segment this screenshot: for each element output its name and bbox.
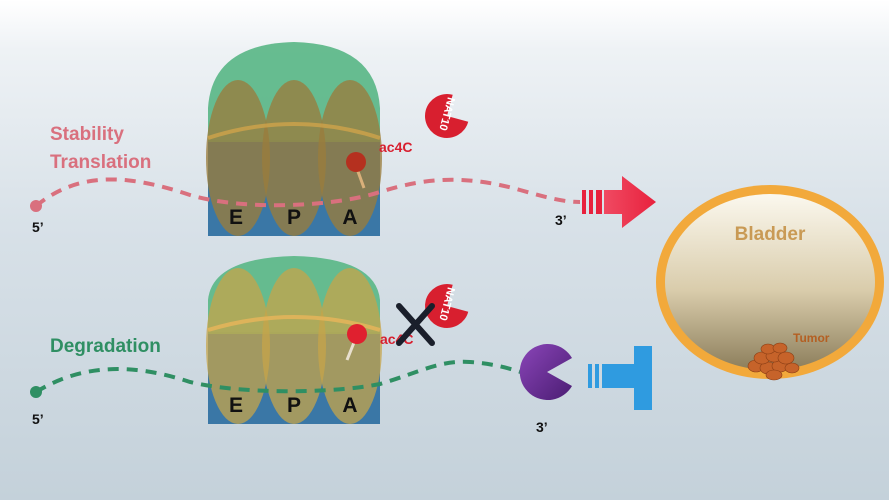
site-p-label: P <box>287 206 301 229</box>
bladder-label: Bladder <box>735 224 806 245</box>
ribosome-bottom: E P A <box>206 256 382 424</box>
site-e-label: E <box>229 206 243 229</box>
nat10-enzyme-bottom: NAT10 <box>425 284 469 328</box>
ribosome-band <box>207 122 381 140</box>
ac4c-pin-head-bottom <box>347 324 367 344</box>
mrna-top <box>34 177 581 208</box>
stability-label: Stability <box>50 124 124 145</box>
site-p-lobe <box>262 268 326 424</box>
bladder: Bladder Tumor <box>656 185 884 381</box>
site-a-label: A <box>342 394 357 417</box>
tumor-label: Tumor <box>793 331 830 345</box>
promote-arrow <box>582 176 656 228</box>
degradation-enzyme-icon <box>519 344 572 401</box>
mrna-bottom <box>34 359 541 394</box>
ribosome-top: E P A <box>206 42 382 236</box>
site-e-lobe <box>206 80 270 236</box>
top-pathway: E P A 5’ 3’ ac4C NAT10 Stability Transla… <box>30 42 656 236</box>
three-prime-bottom: 3’ <box>536 419 548 435</box>
site-e-label: E <box>229 394 243 417</box>
site-a-lobe <box>318 268 382 424</box>
ac4c-pin-head-top <box>346 152 366 172</box>
five-prime-top: 5’ <box>32 219 44 235</box>
tumor-cluster <box>747 342 800 381</box>
nat10-enzyme-top: NAT10 <box>425 94 469 138</box>
site-a-label: A <box>342 206 357 229</box>
translation-label: Translation <box>50 152 151 173</box>
mrna-bottom-5prime-cap <box>30 386 42 398</box>
block-x-icon <box>396 303 435 346</box>
three-prime-top: 3’ <box>555 212 567 228</box>
inhibit-bar <box>588 346 652 410</box>
ac4c-label-top: ac4C <box>379 139 412 155</box>
site-p-label: P <box>287 394 301 417</box>
five-prime-bottom: 5’ <box>32 411 44 427</box>
bladder-interior <box>665 194 875 370</box>
bottom-pathway: E P A 5’ 3’ ac4C NAT10 Degradation <box>30 256 652 435</box>
degradation-label: Degradation <box>50 336 161 357</box>
site-e-lobe <box>206 268 270 424</box>
site-p-lobe <box>262 80 326 236</box>
mrna-top-5prime-cap <box>30 200 42 212</box>
